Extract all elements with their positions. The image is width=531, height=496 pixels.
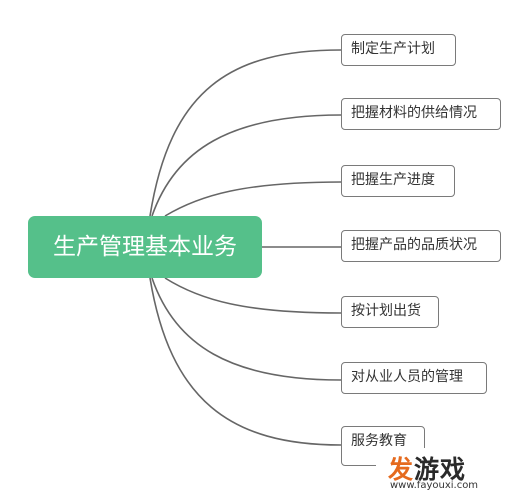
watermark-logo-accent: 发 xyxy=(388,455,415,484)
root-topic-node[interactable]: 生产管理基本业务 xyxy=(28,216,262,278)
root-topic-label: 生产管理基本业务 xyxy=(53,234,237,260)
subtopic-node-materials[interactable]: 把握材料的供给情况 xyxy=(341,98,501,130)
watermark-logo-rest: 游戏 xyxy=(414,455,467,484)
connector-line xyxy=(151,114,342,217)
subtopic-node-progress[interactable]: 把握生产进度 xyxy=(341,165,455,197)
subtopic-label: 把握材料的供给情况 xyxy=(351,105,477,121)
subtopic-node-quality[interactable]: 把握产品的品质状况 xyxy=(341,230,501,262)
subtopic-label: 把握产品的品质状况 xyxy=(351,237,477,253)
subtopic-node-shipment[interactable]: 按计划出货 xyxy=(341,296,439,328)
site-watermark: 发游戏 www.fayouxi.com xyxy=(376,448,531,496)
subtopic-label: 服务教育 xyxy=(351,433,407,449)
connector-line xyxy=(164,277,342,314)
subtopic-label: 制定生产计划 xyxy=(351,41,435,57)
subtopic-node-plan[interactable]: 制定生产计划 xyxy=(341,34,456,66)
connector-line xyxy=(164,181,342,217)
connector-line xyxy=(149,277,342,446)
subtopic-label: 把握生产进度 xyxy=(351,172,435,188)
connector-line xyxy=(149,49,342,217)
watermark-url: www.fayouxi.com xyxy=(390,480,479,491)
subtopic-node-staff[interactable]: 对从业人员的管理 xyxy=(341,362,487,394)
subtopic-label: 按计划出货 xyxy=(351,303,421,319)
connector-line xyxy=(151,277,342,381)
subtopic-label: 对从业人员的管理 xyxy=(351,369,463,385)
watermark-logo: 发游戏 xyxy=(388,450,466,486)
